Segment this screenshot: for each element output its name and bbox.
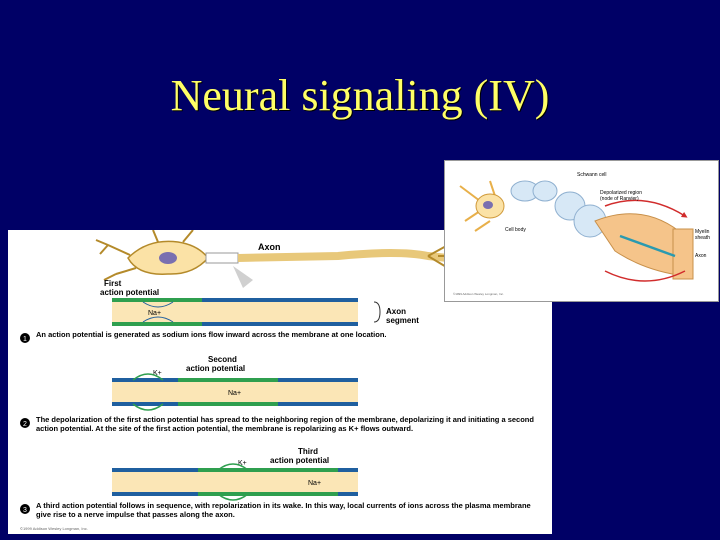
main-copyright: ©1999 Addison Wesley Longman, Inc. — [20, 526, 88, 531]
step-1-number: 1 — [23, 336, 27, 343]
step-1-badge — [20, 333, 30, 343]
step-3-number: 3 — [23, 507, 27, 514]
step-3-text: A third action potential follows in sequ… — [36, 501, 531, 519]
myelin-sheath-segments — [510, 180, 694, 280]
step-1-text: An action potential is generated as sodi… — [36, 330, 387, 339]
step-3-badge — [20, 504, 30, 514]
cell-body-label: Cell body — [505, 227, 526, 233]
k-label-2: K+ — [153, 370, 162, 377]
depolarized-region-label: Depolarized region(node of Ranvier) — [600, 190, 642, 202]
na-label-3: Na+ — [308, 480, 321, 487]
na-label-2: Na+ — [228, 390, 241, 397]
myelin-copyright: ©1999 Addison Wesley Longman, Inc. — [453, 292, 504, 296]
na-label-1: Na+ — [148, 310, 161, 317]
axon-label-myelin: Axon — [695, 253, 707, 259]
axon-segment-3: K+ Na+ — [112, 460, 358, 501]
step-2-text: The depolarization of the first action p… — [36, 415, 534, 433]
step-2-badge — [20, 418, 30, 428]
myelinated-axon-figure: Schwann cell Depolarized region(node of … — [444, 160, 719, 302]
k-label-3: K+ — [238, 460, 247, 467]
axon-label: Axon — [258, 242, 281, 252]
schwann-cell-label: Schwann cell — [577, 172, 606, 178]
myelinated-axon-diagram: Schwann cell Depolarized region(node of … — [453, 172, 710, 296]
slide-title: Neural signaling (IV) — [170, 71, 550, 120]
step-2-number: 2 — [23, 421, 27, 428]
axon-segment-2: K+ Na+ — [112, 370, 358, 411]
neuron-drawing — [95, 230, 461, 288]
axon-segment-1: Na+ — [112, 298, 358, 326]
